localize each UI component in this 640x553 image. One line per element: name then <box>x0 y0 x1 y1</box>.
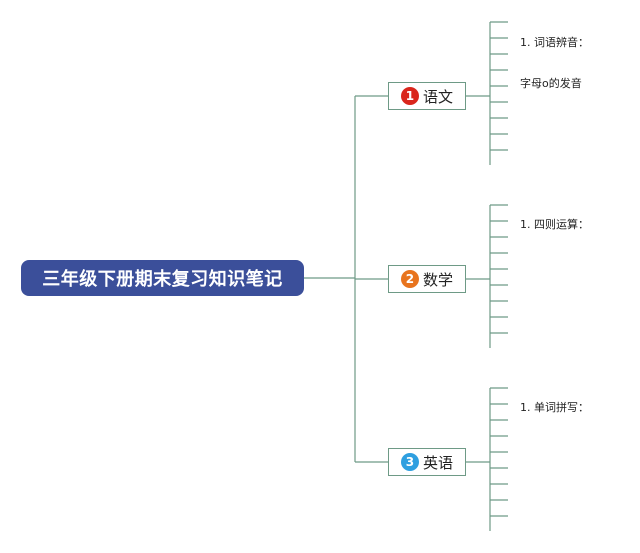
number-badge-icon: 1 <box>400 87 419 105</box>
branch-label: 语文 <box>422 87 453 106</box>
number-badge-icon: 3 <box>400 453 419 471</box>
leaf-letter-o-sound[interactable]: 字母o的发音 <box>520 77 582 90</box>
number-badge-icon: 2 <box>400 270 419 288</box>
branch-node-chinese[interactable]: 1 语文 <box>388 82 466 110</box>
root-title: 三年级下册期末复习知识笔记 <box>42 269 283 290</box>
branch-label: 数学 <box>422 270 453 289</box>
branch-node-math[interactable]: 2 数学 <box>388 265 466 293</box>
branch-node-english[interactable]: 3 英语 <box>388 448 466 476</box>
root-node[interactable]: 三年级下册期末复习知识笔记 <box>21 260 304 296</box>
leaf-word-spelling[interactable]: 1. 单词拼写： <box>520 401 589 414</box>
branch-label: 英语 <box>422 453 453 472</box>
leaf-word-pronunciation[interactable]: 1. 词语辨音： <box>520 36 589 49</box>
leaf-four-operations[interactable]: 1. 四则运算： <box>520 218 589 231</box>
